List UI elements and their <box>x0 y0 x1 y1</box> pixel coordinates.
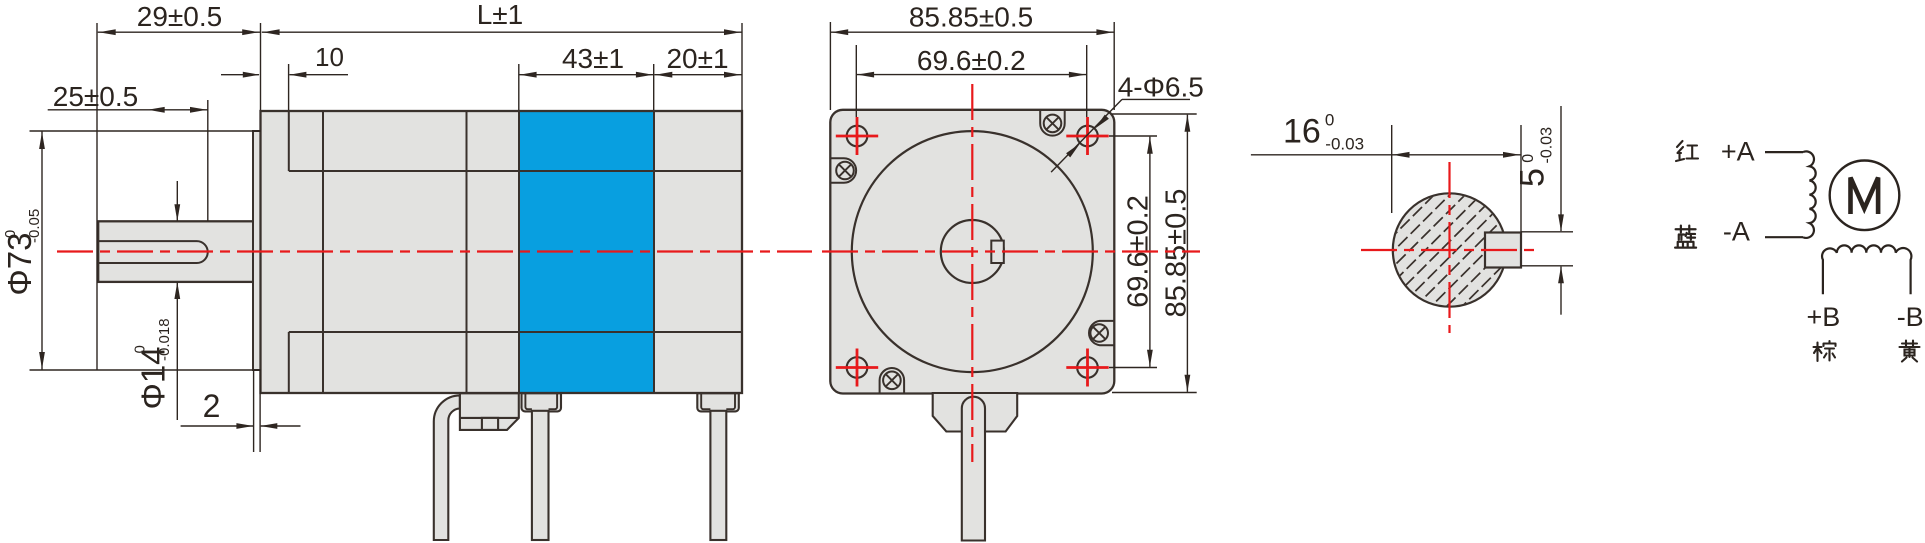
svg-text:29±0.5: 29±0.5 <box>137 1 222 32</box>
svg-text:43±1: 43±1 <box>562 43 624 74</box>
svg-text:85.85±0.5: 85.85±0.5 <box>909 2 1033 33</box>
svg-text:20±1: 20±1 <box>666 43 728 74</box>
svg-text:-A: -A <box>1723 217 1750 247</box>
svg-text:Φ73: Φ73 <box>1 233 38 296</box>
svg-text:+A: +A <box>1721 137 1755 167</box>
svg-text:Φ14: Φ14 <box>135 346 172 409</box>
svg-text:0: 0 <box>2 230 19 238</box>
svg-text:-0.03: -0.03 <box>1539 127 1556 164</box>
svg-text:5: 5 <box>1514 168 1552 187</box>
svg-text:-B: -B <box>1897 302 1924 332</box>
svg-text:85.85±0.5: 85.85±0.5 <box>1161 189 1193 318</box>
svg-text:25±0.5: 25±0.5 <box>53 81 138 112</box>
svg-text:-0.05: -0.05 <box>26 209 43 243</box>
svg-text:2: 2 <box>203 388 221 424</box>
svg-text:4-Φ6.5: 4-Φ6.5 <box>1118 72 1204 103</box>
svg-text:0: 0 <box>1520 154 1537 163</box>
svg-text:+B: +B <box>1807 302 1841 332</box>
svg-text:10: 10 <box>315 42 344 72</box>
svg-text:69.6±0.2: 69.6±0.2 <box>917 45 1026 76</box>
svg-text:L±1: L±1 <box>477 0 524 30</box>
svg-text:0: 0 <box>132 345 149 353</box>
svg-text:-0.018: -0.018 <box>156 318 173 361</box>
